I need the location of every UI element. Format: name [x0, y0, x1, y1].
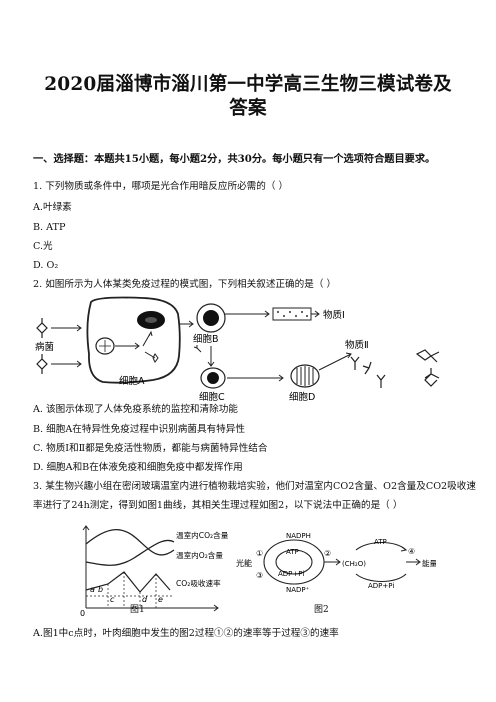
- substance-1-label: 物质Ⅰ: [323, 309, 345, 321]
- q2-option-a: A. 该图示体现了人体免疫系统的监控和清除功能: [33, 404, 238, 415]
- fig1-point-e: e: [158, 595, 163, 604]
- document-title: 2020届淄博市淄川第一中学高三生物三模试卷及 答案: [20, 73, 476, 121]
- cell-c-shape: [200, 367, 226, 389]
- substance-1-box: [272, 307, 312, 321]
- cell-d-shape: [290, 364, 320, 388]
- fig1-point-c: c: [110, 595, 115, 604]
- fig2-step-3: ③: [256, 571, 263, 580]
- fig2-step-1: ①: [256, 549, 263, 558]
- q2-option-d: D. 细胞A和B在体液免疫和细胞免疫中都发挥作用: [33, 462, 243, 473]
- fig1-label-rate: CO₂吸收速率: [176, 578, 221, 588]
- q1-option-b: B. ATP: [33, 222, 66, 233]
- pathogen-icon: [36, 318, 48, 374]
- immune-process-figure: 病菌 细胞A 细胞B 物质Ⅰ 细胞C: [35, 296, 440, 403]
- q1-option-a: A.叶绿素: [33, 202, 72, 213]
- fig2-adp-pi: ADP+Pi: [278, 570, 304, 578]
- fig2-nadp: NADP⁺: [286, 586, 310, 594]
- q1-option-c: C.光: [33, 241, 53, 252]
- fig1-label-co2: 温室内CO₂含量: [176, 530, 228, 540]
- figure-2-process: 光能 NADPH ATP ADP+Pi NADP⁺ (CH₂O) ATP ADP…: [236, 532, 436, 594]
- q1-stem: 1. 下列物质或条件中，哪项是光合作用暗反应所必需的（ ）: [33, 181, 289, 192]
- q2-option-c: C. 物质Ⅰ和Ⅱ都是免疫活性物质，都能与病菌特异性结合: [33, 443, 268, 454]
- cell-a-shape: [86, 296, 181, 384]
- fig1-caption: 图1: [130, 605, 145, 615]
- q2-stem: 2. 如图所示为人体某类免疫过程的模式图，下列相关叙述正确的是（ ）: [33, 279, 337, 290]
- q3-stem-line-1: 3. 某生物兴趣小组在密闭玻璃温室内进行植物栽培实验，他们对温室内CO2含量、O…: [33, 481, 476, 492]
- cell-b-label: 细胞B: [193, 333, 219, 345]
- fig1-point-a: a: [90, 585, 95, 594]
- fig2-energy: 能量: [422, 558, 436, 568]
- fig2-light: 光能: [236, 558, 252, 568]
- q3-option-a: A.图1中c点时，叶肉细胞中发生的图2过程①②的速率等于过程③的速率: [33, 628, 339, 639]
- q3-stem-line-2: 率进行了24h测定，得到如图1曲线，其相关生理过程如图2，以下说法中正确的是（ …: [33, 500, 403, 511]
- q1-option-d: D. O₂: [33, 260, 59, 271]
- fig2-caption: 图2: [314, 605, 329, 615]
- section-heading: 一、选择题：本题共15小题，每小题2分，共30分。每小题只有一个选项符合题目要求…: [33, 153, 436, 165]
- title-line-2: 答案: [229, 98, 267, 119]
- fig2-nadph: NADPH: [286, 532, 311, 540]
- q2-option-b: B. 细胞A在特异性免疫过程中识别病菌具有特异性: [33, 424, 245, 435]
- fig1-origin: 0: [80, 609, 85, 618]
- antibody-icon: [350, 356, 386, 388]
- figure-1-curves: 0 a b c d e 温室内CO₂含量 温室内O₂含量 CO₂吸收速率: [80, 525, 228, 618]
- title-line-1: 2020届淄博市淄川第一中学高三生物三模试卷及: [44, 74, 452, 95]
- cell-a-label: 细胞A: [119, 375, 145, 387]
- pathogen-label: 病菌: [35, 341, 54, 353]
- cell-b-shape: [196, 303, 226, 333]
- cell-c-label: 细胞C: [199, 391, 225, 403]
- fig2-atp-right: ATP: [374, 538, 387, 546]
- fig2-step-4: ④: [408, 547, 415, 556]
- fig1-point-d: d: [142, 595, 148, 604]
- fig1-point-b: b: [98, 585, 103, 594]
- substance-2-label: 物质Ⅱ: [345, 339, 369, 351]
- fig2-step-2: ②: [324, 549, 331, 558]
- fig2-atp: ATP: [286, 548, 299, 556]
- cell-d-label: 细胞D: [289, 391, 315, 403]
- fig2-ch2o: (CH₂O): [342, 560, 366, 568]
- fig1-label-o2: 温室内O₂含量: [176, 550, 223, 560]
- fig2-adp-pi-right: ADP+Pi: [368, 582, 394, 590]
